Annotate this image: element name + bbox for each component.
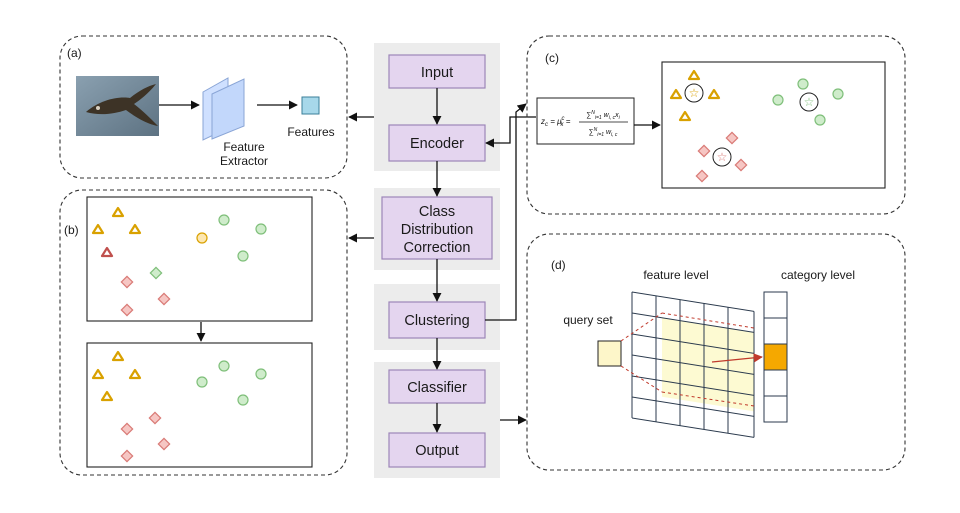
output-label: Output xyxy=(415,443,459,459)
classifier-label: Classifier xyxy=(407,380,467,396)
query-set-box xyxy=(597,340,622,367)
marker-circle xyxy=(218,360,230,372)
marker-circle xyxy=(218,214,230,226)
cdc-label-line3: Correction xyxy=(404,240,471,256)
marker-circle xyxy=(237,250,249,262)
panel-d-frame xyxy=(526,233,906,471)
marker-tri xyxy=(678,110,692,122)
encoder-label: Encoder xyxy=(410,136,464,152)
projection-line xyxy=(620,312,663,342)
marker-circle xyxy=(255,223,267,235)
extractor-label-line2: Extractor xyxy=(220,154,268,168)
panel-d-tag: (d) xyxy=(551,258,566,272)
marker-tri xyxy=(128,223,142,235)
feature-grid xyxy=(631,291,755,438)
prototype-ring xyxy=(684,83,704,103)
encoder-box xyxy=(388,124,486,162)
arrow-formula-to-encoder xyxy=(485,116,536,148)
marker-circle xyxy=(832,88,844,100)
panel-b-frame xyxy=(59,189,348,476)
category-level-label: category level xyxy=(781,268,855,282)
cdc-label-line1: Class xyxy=(419,204,455,220)
arrow-clustering-to-c xyxy=(485,103,527,321)
marker-tri xyxy=(128,368,142,380)
marker-diamond xyxy=(697,144,711,158)
clustering-label: Clustering xyxy=(404,313,469,329)
marker-diamond xyxy=(695,169,709,183)
marker-circle xyxy=(237,394,249,406)
projection-line xyxy=(620,365,663,393)
marker-circle xyxy=(255,368,267,380)
panel-a-tag: (a) xyxy=(67,46,82,60)
svg-text:zc = μck =: zc = μck = xyxy=(540,116,571,128)
prototype-star-icon: ☆ xyxy=(689,86,700,100)
cdc-label-line2: Distribution xyxy=(401,222,474,238)
panel-a: (a) Feature Extractor Features xyxy=(59,35,348,179)
highlighted-category-cell xyxy=(763,343,788,371)
svg-text:∑Ni=1 wi, c: ∑Ni=1 wi, c xyxy=(589,127,618,138)
prototype-star-icon: ☆ xyxy=(717,150,728,164)
input-label: Input xyxy=(421,65,453,81)
category-column xyxy=(763,291,788,423)
marker-diamond xyxy=(725,131,739,145)
marker-diamond xyxy=(149,266,163,280)
panel-b: (b) xyxy=(59,189,348,476)
query-set-label: query set xyxy=(563,313,613,327)
pipeline-flow: Input Encoder Class Distribution Correct… xyxy=(348,43,536,478)
scatter-prototypes xyxy=(661,61,886,189)
features-square xyxy=(301,96,320,115)
marker-diamond xyxy=(120,275,134,289)
marker-tri xyxy=(100,246,114,258)
marker-tri xyxy=(111,206,125,218)
marker-diamond xyxy=(157,292,171,306)
red-arrow-to-category xyxy=(711,353,763,363)
marker-circle xyxy=(196,376,208,388)
marker-diamond xyxy=(120,303,134,317)
prototype-ring xyxy=(799,92,819,112)
extractor-label-line1: Feature xyxy=(223,140,265,154)
panel-c-tag: (c) xyxy=(545,51,559,65)
svg-text:∑Ni=1 wi, cxi: ∑Ni=1 wi, cxi xyxy=(586,110,620,121)
bird-photo xyxy=(76,76,159,136)
marker-tri xyxy=(91,223,105,235)
marker-diamond xyxy=(120,422,134,436)
panel-b-tag: (b) xyxy=(64,223,79,237)
prototype-ring xyxy=(712,147,732,167)
input-box xyxy=(388,54,486,89)
scatter-before xyxy=(86,196,313,322)
feature-extractor-icon xyxy=(202,77,245,141)
marker-tri xyxy=(687,69,701,81)
panel-d: (d) feature level category level query s… xyxy=(526,233,906,471)
output-box xyxy=(388,432,486,468)
marker-tri xyxy=(669,88,683,100)
marker-tri xyxy=(100,390,114,402)
prototype-star-icon: ☆ xyxy=(804,95,815,109)
cdc-box xyxy=(381,196,493,260)
feature-level-label: feature level xyxy=(643,268,708,282)
marker-diamond xyxy=(148,411,162,425)
marker-circle xyxy=(814,114,826,126)
marker-diamond xyxy=(157,437,171,451)
marker-diamond xyxy=(120,449,134,463)
clustering-box xyxy=(388,301,486,339)
panel-c-frame xyxy=(526,35,906,215)
marker-tri xyxy=(707,88,721,100)
scatter-after xyxy=(86,342,313,468)
features-label: Features xyxy=(287,125,334,139)
marker-circle xyxy=(196,232,208,244)
marker-diamond xyxy=(734,158,748,172)
marker-circle xyxy=(772,94,784,106)
marker-tri xyxy=(91,368,105,380)
marker-tri xyxy=(111,350,125,362)
marker-circle xyxy=(797,78,809,90)
panel-a-frame xyxy=(59,35,348,179)
